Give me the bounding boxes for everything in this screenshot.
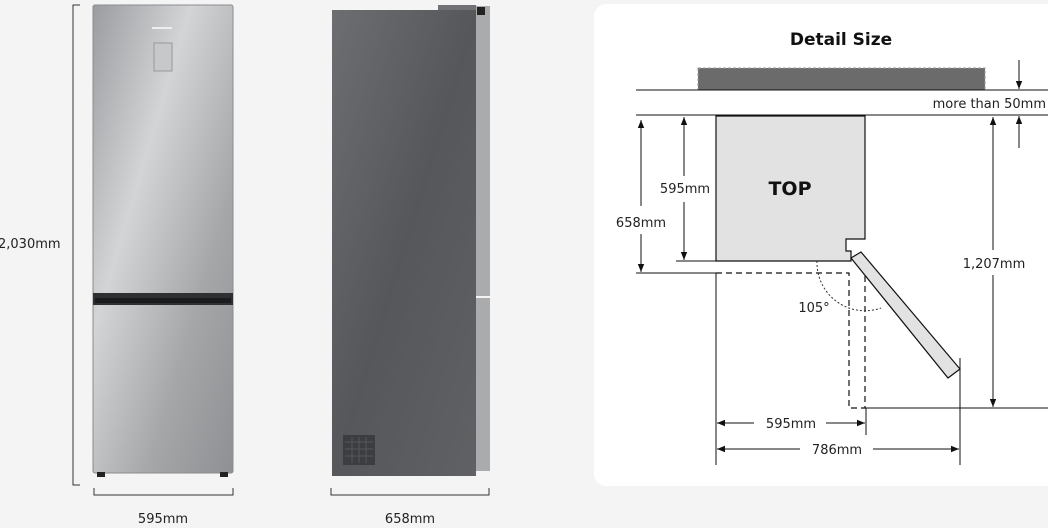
width-label: 595mm xyxy=(766,417,816,432)
logo xyxy=(152,27,172,29)
side-depth-label: 658mm xyxy=(385,512,435,527)
depth-dimension: 658mm xyxy=(330,488,490,527)
open-depth-label: 1,207mm xyxy=(963,257,1026,272)
fridge-front-view xyxy=(92,4,234,477)
wall xyxy=(697,67,986,91)
detail-title: Detail Size xyxy=(790,30,892,50)
height-dimension: 2,030mm xyxy=(0,4,80,486)
fridge-top-outline xyxy=(715,115,866,262)
front-width-label: 595mm xyxy=(138,512,188,527)
angle-label: 105° xyxy=(798,301,829,316)
fridge-side-view xyxy=(332,5,490,476)
height-label: 2,030mm xyxy=(0,237,61,252)
clearance-label: more than 50mm xyxy=(933,97,1046,112)
open-width-label: 786mm xyxy=(812,443,862,458)
depth-body-label: 595mm xyxy=(660,182,710,197)
detail-size-panel: Detail Size more than 50mm TOP 105° 658m… xyxy=(594,4,1048,486)
width-dimension: 595mm xyxy=(93,488,234,527)
depth-total-label: 658mm xyxy=(616,216,666,231)
top-label: TOP xyxy=(768,178,811,200)
